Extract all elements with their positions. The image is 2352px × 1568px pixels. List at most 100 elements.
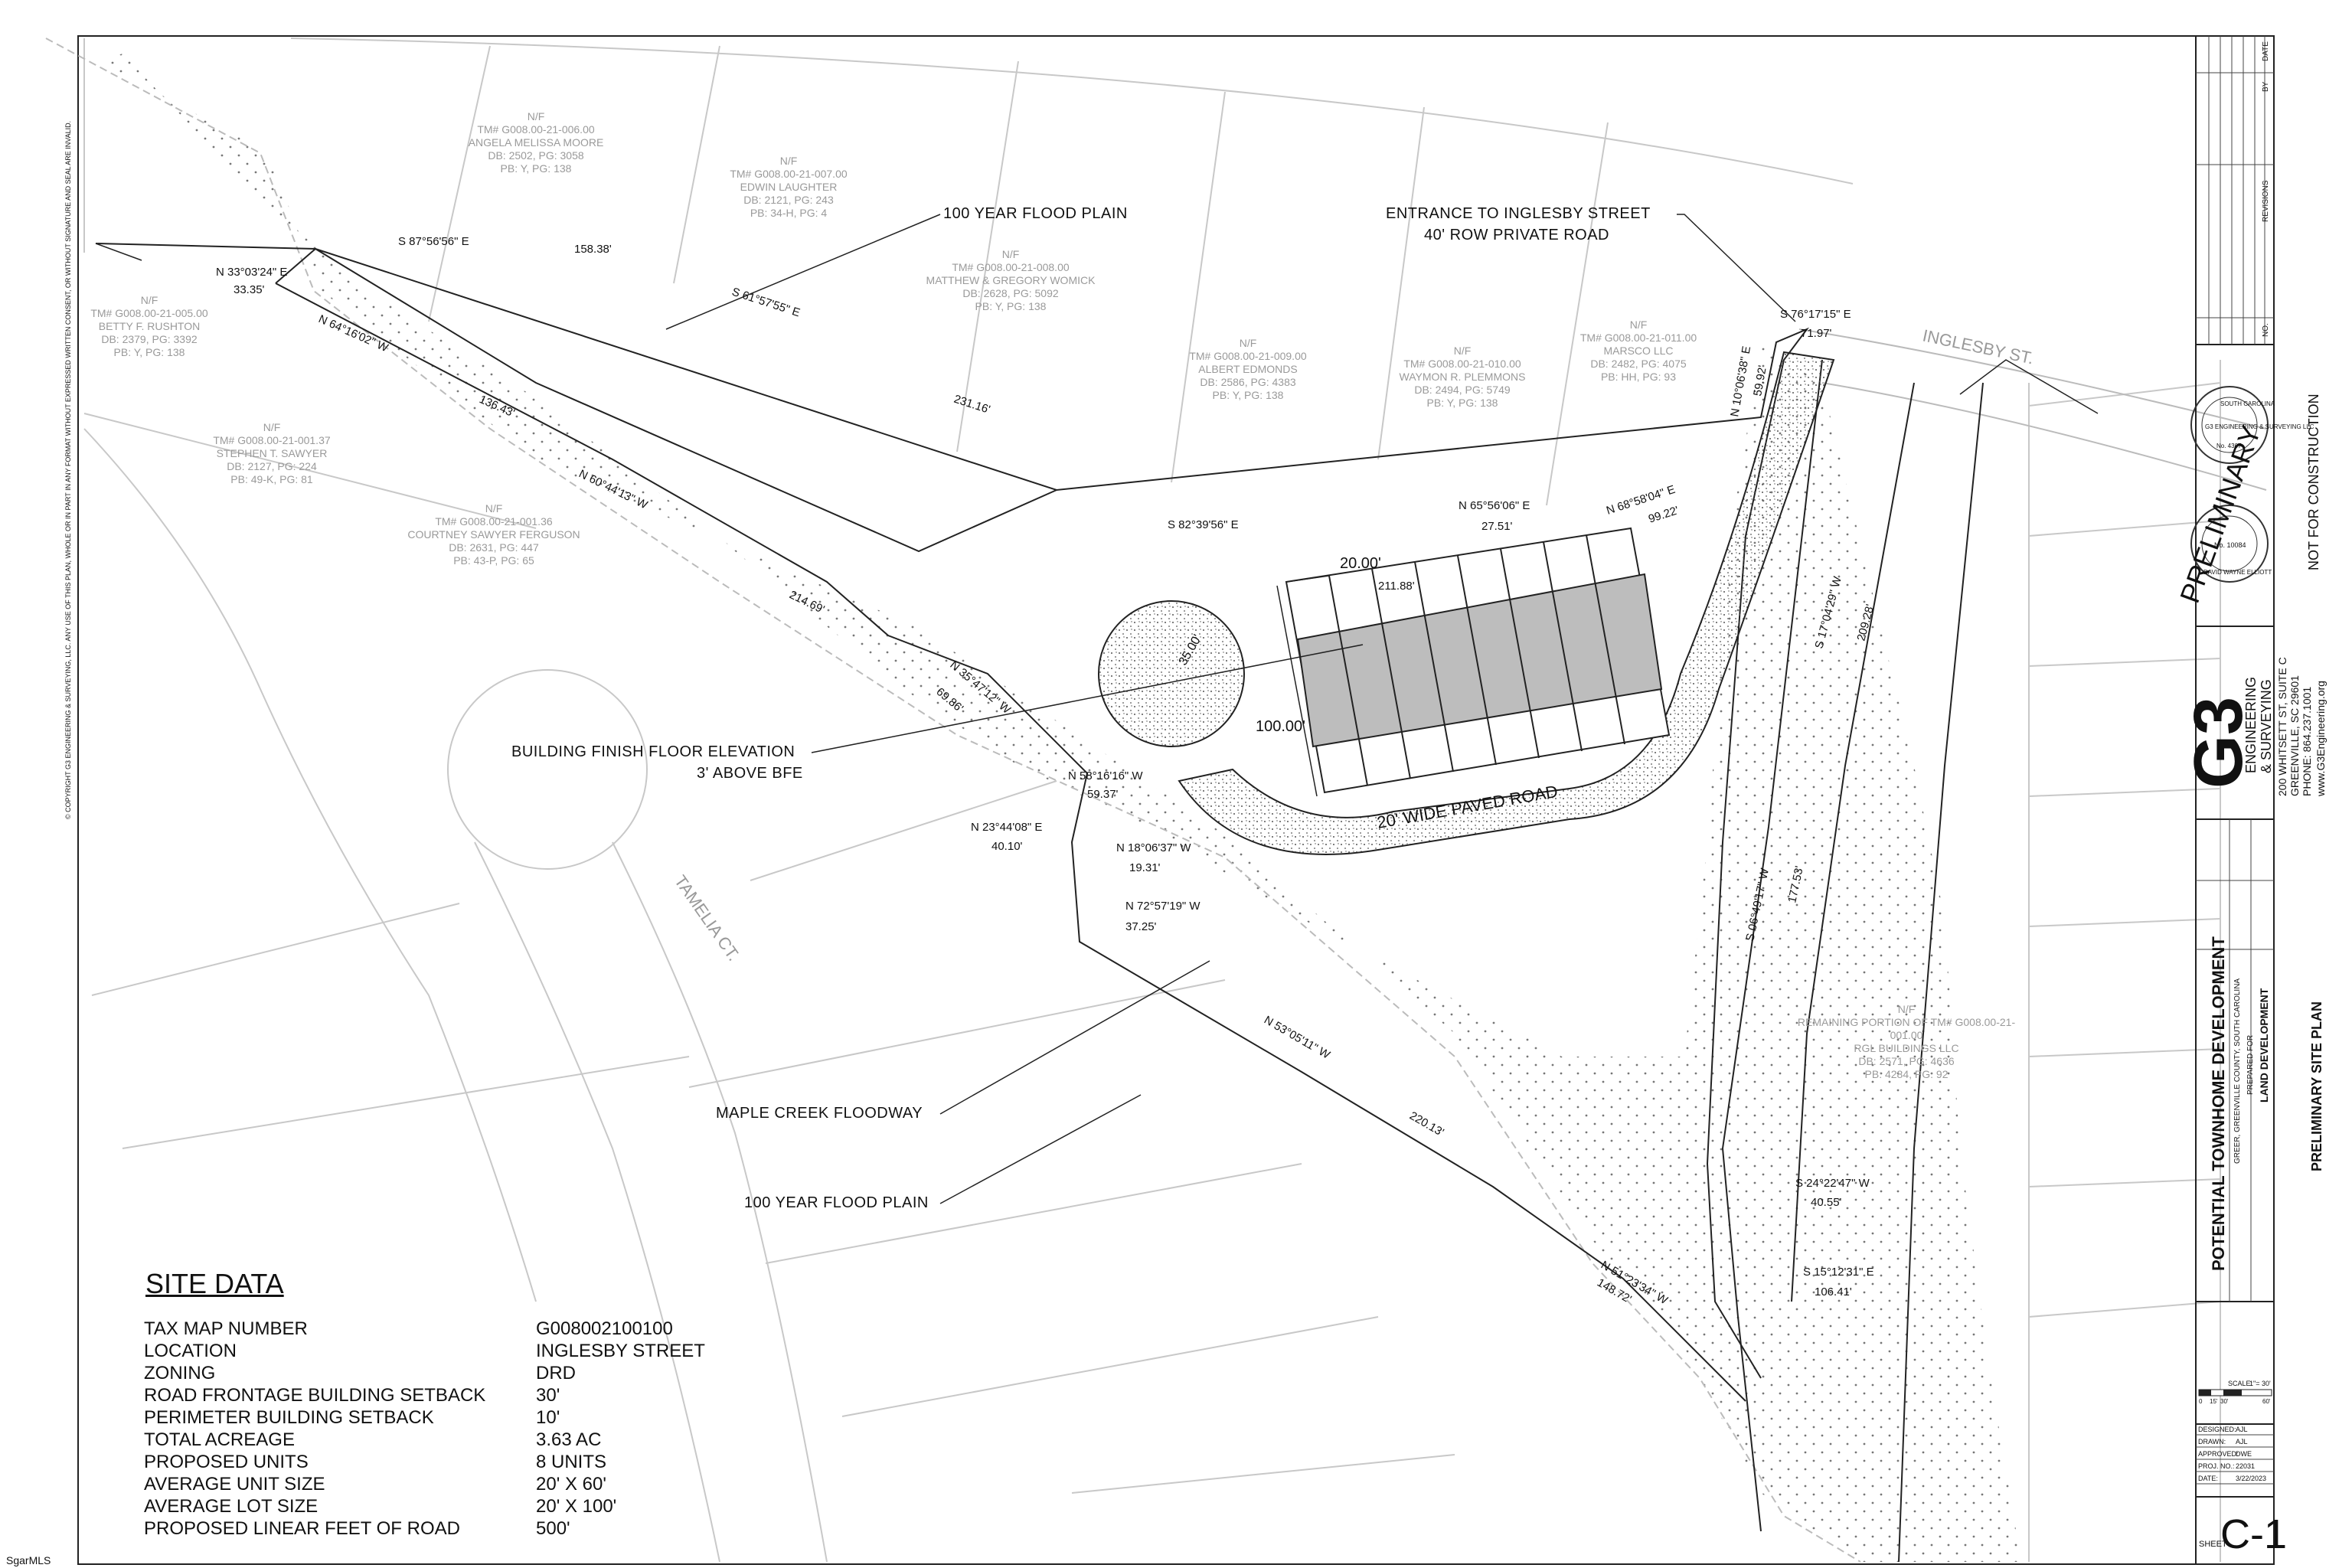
parcel-plat-book: PB: Y, PG: 138 bbox=[975, 300, 1047, 312]
parcel-plat-book: PB: HH, PG: 93 bbox=[1600, 371, 1677, 383]
firm-phone: PHONE: 864.237.1001 bbox=[2301, 687, 2313, 796]
parcel-nf: N/F bbox=[485, 502, 503, 514]
parcel-nf: N/F bbox=[779, 155, 798, 167]
rev-date-header: DATE bbox=[2262, 41, 2270, 61]
scale-label: SCALE: bbox=[2228, 1380, 2252, 1387]
site-data-label: PROPOSED UNITS bbox=[144, 1452, 309, 1472]
parcel-tax-map: TM# G008.00-21-005.00 bbox=[90, 307, 208, 319]
site-data-value: 30' bbox=[536, 1385, 560, 1406]
site-data-label: ZONING bbox=[144, 1363, 216, 1383]
parcel-tax-map: TM# G008.00-21-011.00 bbox=[1579, 332, 1697, 344]
site-data-value: 10' bbox=[536, 1407, 560, 1428]
parcel-nf: N/F bbox=[140, 294, 158, 306]
parcel-plat-book: PB: 4284, PG: 92 bbox=[1864, 1068, 1949, 1080]
bearing-16: S 76°17'15" E bbox=[1780, 308, 1851, 321]
parcel-label: N/F TM# G008.00-21-006.00 ANGELA MELISSA… bbox=[429, 110, 643, 175]
bearing-26: N 23°44'08" E bbox=[971, 821, 1042, 834]
bearing-13: 27.51' bbox=[1481, 520, 1513, 533]
entrance-callout-line-2: 40' ROW PRIVATE ROAD bbox=[1424, 227, 1610, 243]
parcel-label: N/F TM# G008.00-21-001.37 STEPHEN T. SAW… bbox=[168, 421, 375, 486]
parcel-deed-book: DB: 2628, PG: 5092 bbox=[962, 287, 1059, 299]
parcel-tax-map: TM# G008.00-21-001.36 bbox=[435, 515, 553, 528]
drawn-label: DRAWN: bbox=[2198, 1438, 2226, 1446]
firm-address-2: GREENVILLE, SC 29601 bbox=[2288, 675, 2301, 796]
bearing-29: 19.31' bbox=[1129, 861, 1161, 874]
parcel-owner: MATTHEW & GREGORY WOMICK bbox=[926, 274, 1096, 286]
parcel-nf: N/F bbox=[1629, 318, 1648, 331]
seal-firm bbox=[2190, 386, 2269, 464]
parcel-deed-book: DB: 2127, PG: 224 bbox=[227, 460, 317, 472]
parcel-label: N/F TM# G008.00-21-001.36 COURTNEY SAWYE… bbox=[383, 502, 605, 567]
townhome-block bbox=[1285, 527, 1671, 794]
parcel-plat-book: PB: Y, PG: 138 bbox=[1426, 397, 1498, 409]
scale-tick-1: 15' bbox=[2210, 1398, 2218, 1405]
bearing-10: S 82°39'56" E bbox=[1168, 518, 1239, 531]
site-data-label: LOCATION bbox=[144, 1341, 237, 1361]
bearing-17: 71.97' bbox=[1801, 327, 1832, 340]
site-data-value: 20' X 100' bbox=[536, 1496, 617, 1517]
parcel-plat-book: PB: 34-H, PG: 4 bbox=[750, 207, 828, 219]
sheet-number: C-1 bbox=[2220, 1511, 2287, 1557]
parcel-label: N/F TM# G008.00-21-009.00 ALBERT EDMONDS… bbox=[1148, 337, 1348, 402]
seal-1-firm: G3 ENGINEERING & SURVEYING LLC bbox=[2205, 423, 2314, 430]
entrance-callout-line-1: ENTRANCE TO INGLESBY STREET bbox=[1386, 205, 1651, 222]
bearing-0: S 87°56'56" E bbox=[398, 235, 469, 248]
parcel-plat-book: PB: 43-P, PG: 65 bbox=[453, 554, 534, 567]
bearing-19: 59.92' bbox=[1751, 364, 1769, 397]
parcel-nf: N/F bbox=[1453, 345, 1472, 357]
firm-logo: G3 bbox=[2180, 697, 2257, 789]
parcel-deed-book: DB: 2502, PG: 3058 bbox=[488, 149, 584, 162]
prepared-for-label: PREPARED FOR bbox=[2246, 1035, 2255, 1095]
lot-depth-dimension: 100.00' bbox=[1256, 718, 1305, 735]
unit-width-dimension: 20.00' bbox=[1340, 555, 1381, 572]
bearing-2: N 33°03'24" E bbox=[216, 266, 287, 279]
parcel-nf: N/F bbox=[1897, 1003, 1916, 1015]
scale-tick-3: 60' bbox=[2262, 1398, 2271, 1405]
flood-plain-callout-bottom: 100 YEAR FLOOD PLAIN bbox=[744, 1194, 929, 1211]
bearing-36: S 24°22'47" W bbox=[1795, 1177, 1870, 1190]
leader-lines bbox=[95, 214, 2099, 1204]
parcel-owner: MARSCO LLC bbox=[1603, 345, 1674, 357]
site-data-label: AVERAGE UNIT SIZE bbox=[144, 1474, 325, 1494]
rev-label-header: REVISIONS bbox=[2262, 180, 2270, 222]
seal-2-number: No. 10084 bbox=[2214, 541, 2246, 549]
street-label-tamelia: TAMELIA CT. bbox=[671, 872, 743, 965]
date-label: DATE: bbox=[2198, 1475, 2218, 1482]
client-name: LAND DEVELOPMENT bbox=[2258, 988, 2270, 1102]
site-data-value: 20' X 60' bbox=[536, 1474, 606, 1494]
date-value: 3/22/2023 bbox=[2236, 1475, 2266, 1482]
bearing-31: 37.25' bbox=[1125, 920, 1157, 933]
tamelia-cul-de-sac bbox=[447, 669, 648, 870]
parcel-label: N/F TM# G008.00-21-005.00 BETTY F. RUSHT… bbox=[46, 294, 253, 359]
parcel-tax-map: TM# G008.00-21-001.37 bbox=[213, 434, 331, 446]
bearing-1: 158.38' bbox=[574, 243, 612, 256]
bearing-28: N 18°06'37" W bbox=[1116, 841, 1191, 854]
parcel-tax-map: TM# G008.00-21-010.00 bbox=[1403, 358, 1521, 370]
bearing-18: N 10°06'38" E bbox=[1728, 345, 1753, 418]
scale-value: 1"= 30' bbox=[2249, 1380, 2271, 1387]
mls-watermark: SgarMLS bbox=[6, 1554, 51, 1566]
bearing-5: 231.16' bbox=[952, 393, 992, 416]
designed-value: AJL bbox=[2236, 1426, 2248, 1433]
parcel-plat-book: PB: 49-K, PG: 81 bbox=[230, 473, 313, 485]
parcel-deed-book: DB: 2571, PG: 4636 bbox=[1858, 1055, 1955, 1067]
parcel-owner: COURTNEY SAWYER FERGUSON bbox=[407, 528, 580, 541]
property-boundary bbox=[95, 243, 1810, 1402]
flood-plain-callout-top: 100 YEAR FLOOD PLAIN bbox=[943, 205, 1128, 222]
parcel-deed-book: DB: 2482, PG: 4075 bbox=[1590, 358, 1687, 370]
site-data-label: TOTAL ACREAGE bbox=[144, 1429, 295, 1450]
parcel-nf: N/F bbox=[1239, 337, 1257, 349]
parcel-plat-book: PB: Y, PG: 138 bbox=[500, 162, 572, 175]
bearing-38: S 15°12'31" E bbox=[1803, 1266, 1874, 1279]
bearing-3: 33.35' bbox=[234, 283, 265, 296]
parcel-owner: WAYMON R. PLEMMONS bbox=[1399, 371, 1526, 383]
seal-1-number: No. 4307 bbox=[2216, 443, 2242, 449]
bearing-11: 211.88' bbox=[1378, 580, 1415, 593]
parcel-nf: N/F bbox=[263, 421, 281, 433]
seal-engineer bbox=[2190, 505, 2269, 583]
firm-name-1: ENGINEERING bbox=[2243, 677, 2259, 773]
not-for-construction-label: NOT FOR CONSTRUCTION bbox=[2306, 394, 2321, 570]
parcel-label: N/F REMAINING PORTION OF TM# G008.00-21-… bbox=[1792, 1003, 2021, 1081]
parcel-deed-book: DB: 2586, PG: 4383 bbox=[1200, 376, 1296, 388]
bearing-25: 59.37' bbox=[1087, 788, 1119, 801]
